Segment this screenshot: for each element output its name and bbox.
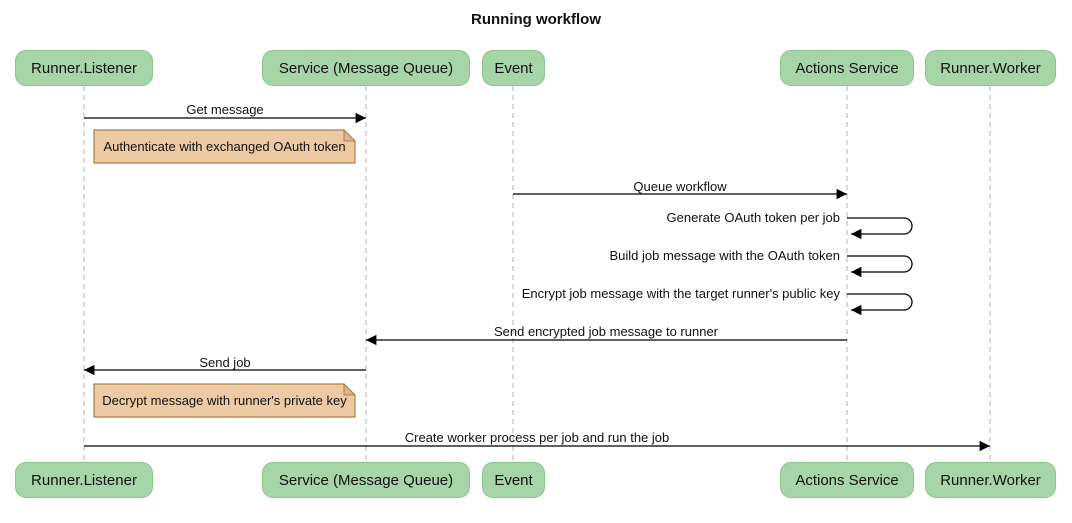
message-label-send-encrypted-job: Send encrypted job message to runner: [493, 324, 719, 339]
diagram-title: Running workflow: [471, 11, 601, 28]
note-authenticate-fold: [343, 128, 357, 142]
message-label-get-message: Get message: [186, 102, 264, 117]
participant-top-actions-service: Actions Service: [780, 50, 914, 86]
participant-bottom-actions-service: Actions Service: [780, 462, 914, 498]
self-loop-generate-token: [847, 217, 913, 240]
participant-bottom-service: Service (Message Queue): [262, 462, 470, 498]
note-authenticate-shape: [93, 129, 356, 164]
self-loop-build-message: [847, 255, 913, 278]
message-label-send-job: Send job: [199, 355, 251, 370]
participant-bottom-event: Event: [482, 462, 545, 498]
self-loop-encrypt-message: [847, 293, 913, 316]
note-decrypt-shape: [93, 383, 356, 418]
participant-top-event: Event: [482, 50, 545, 86]
message-label-encrypt-message: Encrypt job message with the target runn…: [521, 286, 840, 301]
message-label-create-worker: Create worker process per job and run th…: [404, 430, 670, 445]
note-decrypt-fold: [343, 382, 357, 396]
participant-top-runner-listener: Runner.Listener: [15, 50, 153, 86]
participant-top-service: Service (Message Queue): [262, 50, 470, 86]
note-authenticate-text: Authenticate with exchanged OAuth token: [103, 139, 346, 154]
message-label-queue-workflow: Queue workflow: [633, 179, 727, 194]
note-decrypt-text: Decrypt message with runner's private ke…: [102, 393, 347, 408]
message-label-build-message: Build job message with the OAuth token: [609, 248, 840, 263]
participant-bottom-runner-worker: Runner.Worker: [925, 462, 1056, 498]
participant-bottom-runner-listener: Runner.Listener: [15, 462, 153, 498]
participant-top-runner-worker: Runner.Worker: [925, 50, 1056, 86]
message-label-generate-token: Generate OAuth token per job: [666, 210, 840, 225]
